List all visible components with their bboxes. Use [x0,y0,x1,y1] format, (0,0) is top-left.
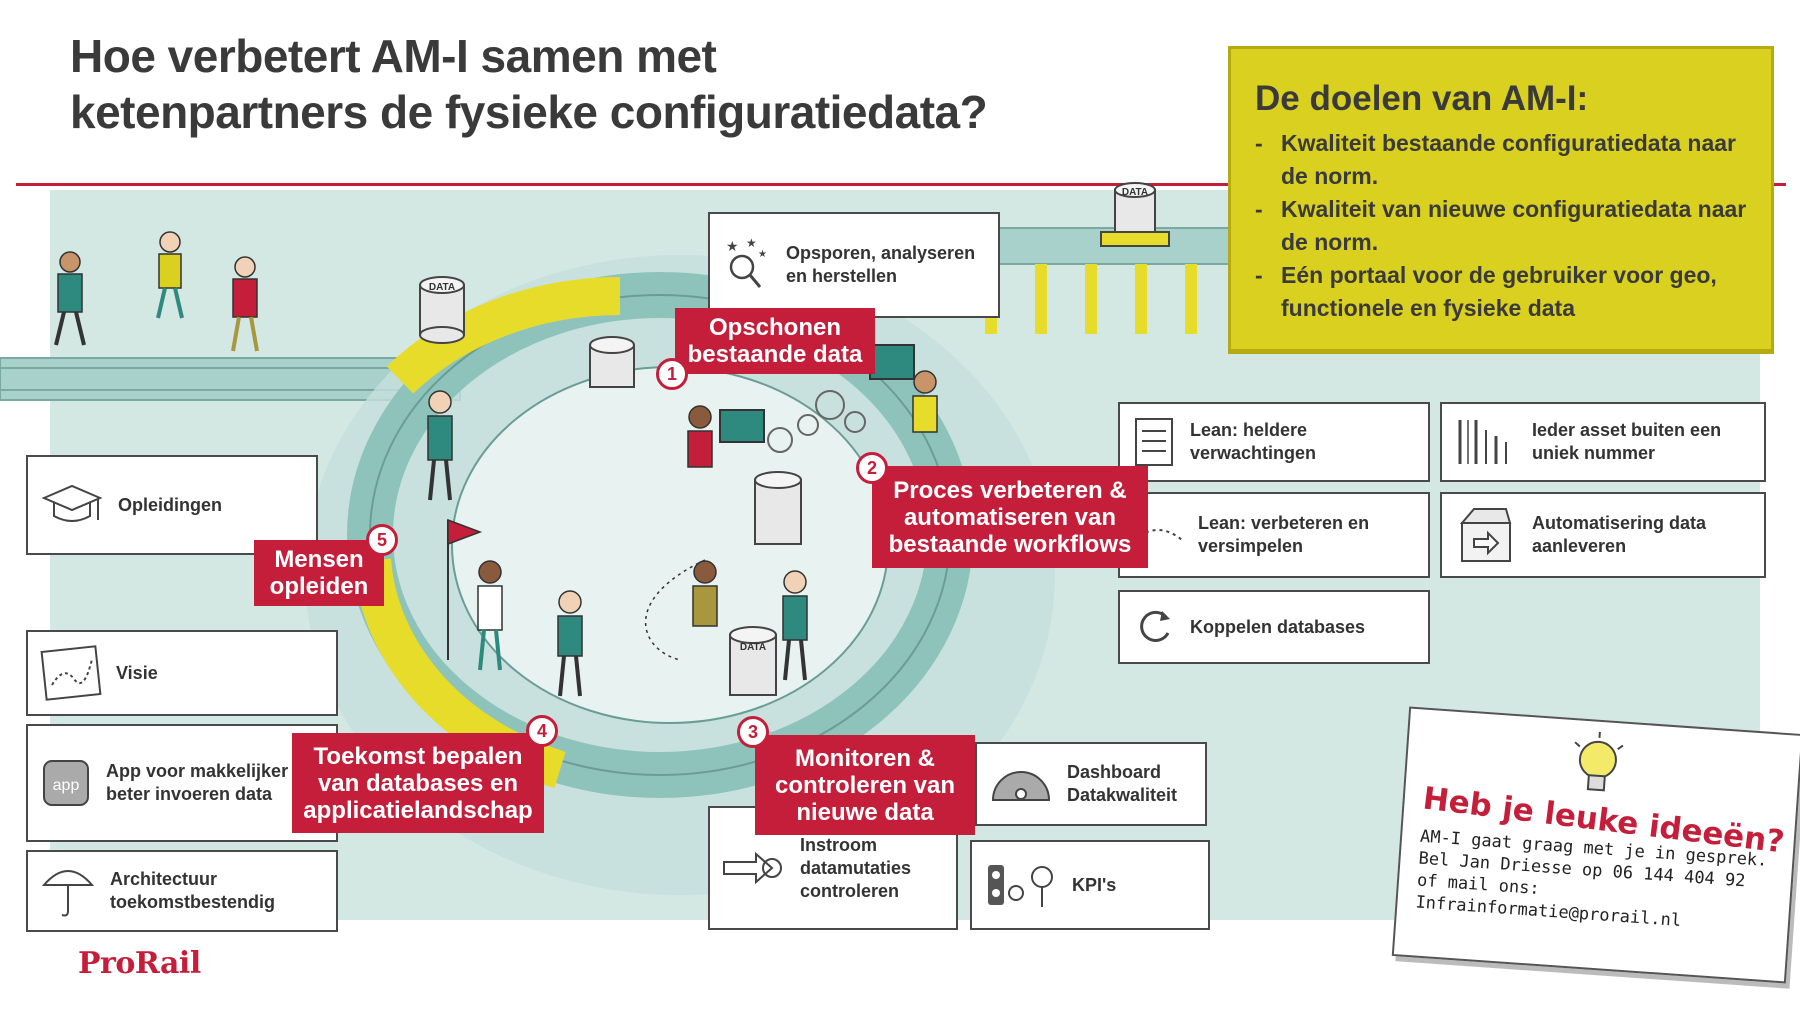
step-label-3: Monitoren & controleren van nieuwe data [755,735,975,835]
step-number-1: 1 [656,358,688,390]
card-label: Automatisering data aanleveren [1532,513,1707,556]
card-lean-versimpelen: Lean: verbeteren en versimpelen [1118,492,1430,578]
card-label: App voor makkelijker en beter invoeren d… [106,761,315,804]
database-icons: DATA DATA DATA [419,182,1170,696]
card-asset-nummer: Ieder asset buiten een uniek nummer [1440,402,1766,482]
card-architectuur: Architectuur toekomstbestendig [26,850,338,932]
svg-text:★: ★ [758,249,767,260]
barcode-icon [1454,416,1518,468]
step-number-4: 4 [526,715,558,747]
card-label: Lean: verbeteren en versimpelen [1198,513,1370,556]
database-label: DATA [429,282,455,293]
step-label-2: Proces verbeteren & automatiseren van be… [872,466,1148,568]
page-title: Hoe verbetert AM-I samen met ketenpartne… [70,28,1210,140]
prorail-logo: ProRail [78,946,201,981]
database-label: DATA [1122,187,1148,198]
traffic-light-icon [984,859,1058,911]
checklist-icon [1132,417,1176,467]
svg-text:★: ★ [726,238,739,254]
card-visie: Visie [26,630,338,716]
step-number-2: 2 [856,452,888,484]
card-dashboard: Dashboard Datakwaliteit [975,742,1207,826]
card-label: Instroom datamutaties controleren [800,834,912,901]
graduation-cap-icon [40,480,104,530]
title-line-1: Hoe verbetert AM-I samen met [70,30,717,82]
card-label: Opsporen, analyseren en herstellen [786,243,976,286]
lightbulb-icon [1574,731,1624,792]
sync-icon [1132,605,1176,649]
people-figures [54,231,938,697]
data-box-icon [1454,505,1518,565]
database-label: DATA [740,642,766,653]
card-opleidingen: Opleidingen [26,455,318,555]
monitor-icons [719,344,915,443]
card-opsporen: ★★★ Opsporen, analyseren en herstellen [708,212,1000,318]
arrow-magnifier-icon [722,848,786,888]
title-line-2: ketenpartners de fysieke configuratiedat… [70,86,988,138]
card-lean-verwachtingen: Lean: heldere verwachtingen [1118,402,1430,482]
flag-icon [447,518,483,660]
umbrella-icon [40,861,96,921]
card-kpis: KPI's [970,840,1210,930]
goals-list: Kwaliteit bestaande configuratiedata naa… [1255,127,1747,325]
step-label-4: Toekomst bepalen van databases en applic… [292,733,544,833]
step-label-1: Opschonen bestaande data [675,308,875,374]
card-label: Dashboard Datakwaliteit [1067,762,1178,805]
card-app: app App voor makkelijker en beter invoer… [26,724,338,842]
card-label: KPI's [1072,874,1117,895]
svg-text:★: ★ [746,237,757,250]
goal-item: Kwaliteit bestaande configuratiedata naa… [1255,127,1747,193]
card-label: Lean: heldere verwachtingen [1190,420,1317,463]
card-label: Opleidingen [118,494,223,515]
goal-item: Eén portaal voor de gebruiker voor geo, … [1255,259,1747,325]
card-label: Architectuur toekomstbestendig [110,869,276,912]
contact-note: Heb je leuke ideeën? AM-I gaat graag met… [1391,706,1800,984]
card-automatisering: Automatisering data aanleveren [1440,492,1766,578]
svg-text:app: app [53,777,80,794]
step-label-5: Mensen opleiden [254,540,384,606]
card-label: Visie [116,662,158,683]
gear-icons [767,390,866,453]
card-label: Koppelen databases [1190,616,1366,637]
step-number-5: 5 [366,524,398,556]
card-koppelen: Koppelen databases [1118,590,1430,664]
map-icon [40,645,102,701]
app-icon: app [40,757,92,809]
magnifier-stars-icon: ★★★ [722,237,772,293]
title-divider [16,183,1786,186]
card-label: Ieder asset buiten een uniek nummer [1532,420,1722,463]
goals-box: De doelen van AM-I: Kwaliteit bestaande … [1228,46,1774,352]
search-path [644,559,706,661]
goal-item: Kwaliteit van nieuwe configuratiedata na… [1255,193,1747,259]
goals-heading: De doelen van AM-I: [1255,79,1589,118]
step-number-3: 3 [737,716,769,748]
dashboard-gauge-icon [989,764,1053,804]
